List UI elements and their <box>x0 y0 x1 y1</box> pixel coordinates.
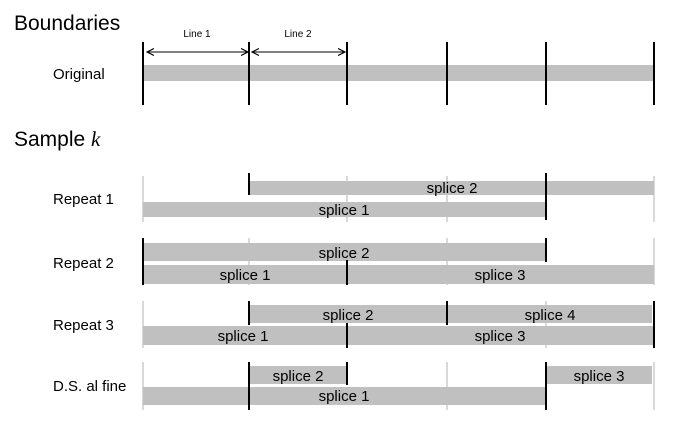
splice-3-label: splice 3 <box>475 328 526 345</box>
splice-3-bar <box>347 265 654 284</box>
line-1-label: Line 1 <box>183 29 211 40</box>
line-2-dimension: Line 2 <box>252 29 345 52</box>
splice-2-bar <box>143 243 546 261</box>
splice-1-bar <box>143 387 546 405</box>
splice-3-bar <box>347 326 654 345</box>
repeat-1-row: Repeat 1 splice 2 splice 1 <box>53 173 655 222</box>
original-bar <box>143 65 654 81</box>
sample-title: Sample k <box>14 127 101 151</box>
splice-3-bar <box>546 366 652 384</box>
splice-1-bar <box>143 326 347 345</box>
line-1-dimension: Line 1 <box>147 29 248 52</box>
row-label: Repeat 3 <box>53 317 114 334</box>
splice-1-label: splice 1 <box>220 267 271 284</box>
row-label: Repeat 1 <box>53 191 114 208</box>
row-label: D.S. al fine <box>53 378 126 395</box>
splice-1-bar <box>143 265 347 284</box>
splice-2-bar <box>250 305 446 323</box>
original-row-label: Original <box>53 66 105 83</box>
original-boundaries <box>142 42 655 105</box>
splice-4-label: splice 4 <box>525 307 576 324</box>
line-2-label: Line 2 <box>284 29 312 40</box>
ds-al-fine-row: D.S. al fine splice 2 splice 3 splice 1 <box>53 362 655 410</box>
splice-1-label: splice 1 <box>218 328 269 345</box>
splice-1-bar <box>143 202 546 217</box>
sample-k-symbol: k <box>91 127 101 151</box>
splice-2-bar <box>250 366 346 384</box>
row-label: Repeat 2 <box>53 255 114 272</box>
splice-2-bar <box>250 181 654 195</box>
splice-4-bar <box>448 305 652 323</box>
splice-1-label: splice 1 <box>319 388 370 405</box>
splice-2-label: splice 2 <box>323 307 374 324</box>
splice-3-label: splice 3 <box>475 267 526 284</box>
boundaries-title: Boundaries <box>14 12 120 35</box>
splice-1-label: splice 1 <box>319 202 370 219</box>
splice-2-label: splice 2 <box>273 368 324 385</box>
splice-2-label: splice 2 <box>427 180 478 197</box>
repeat-3-row: Repeat 3 splice 2 splice 4 splice 1 spli… <box>53 301 655 348</box>
splice-3-label: splice 3 <box>574 368 625 385</box>
repeat-2-row: Repeat 2 splice 2 splice 1 splice 3 <box>53 238 655 285</box>
splice-2-label: splice 2 <box>319 245 370 262</box>
